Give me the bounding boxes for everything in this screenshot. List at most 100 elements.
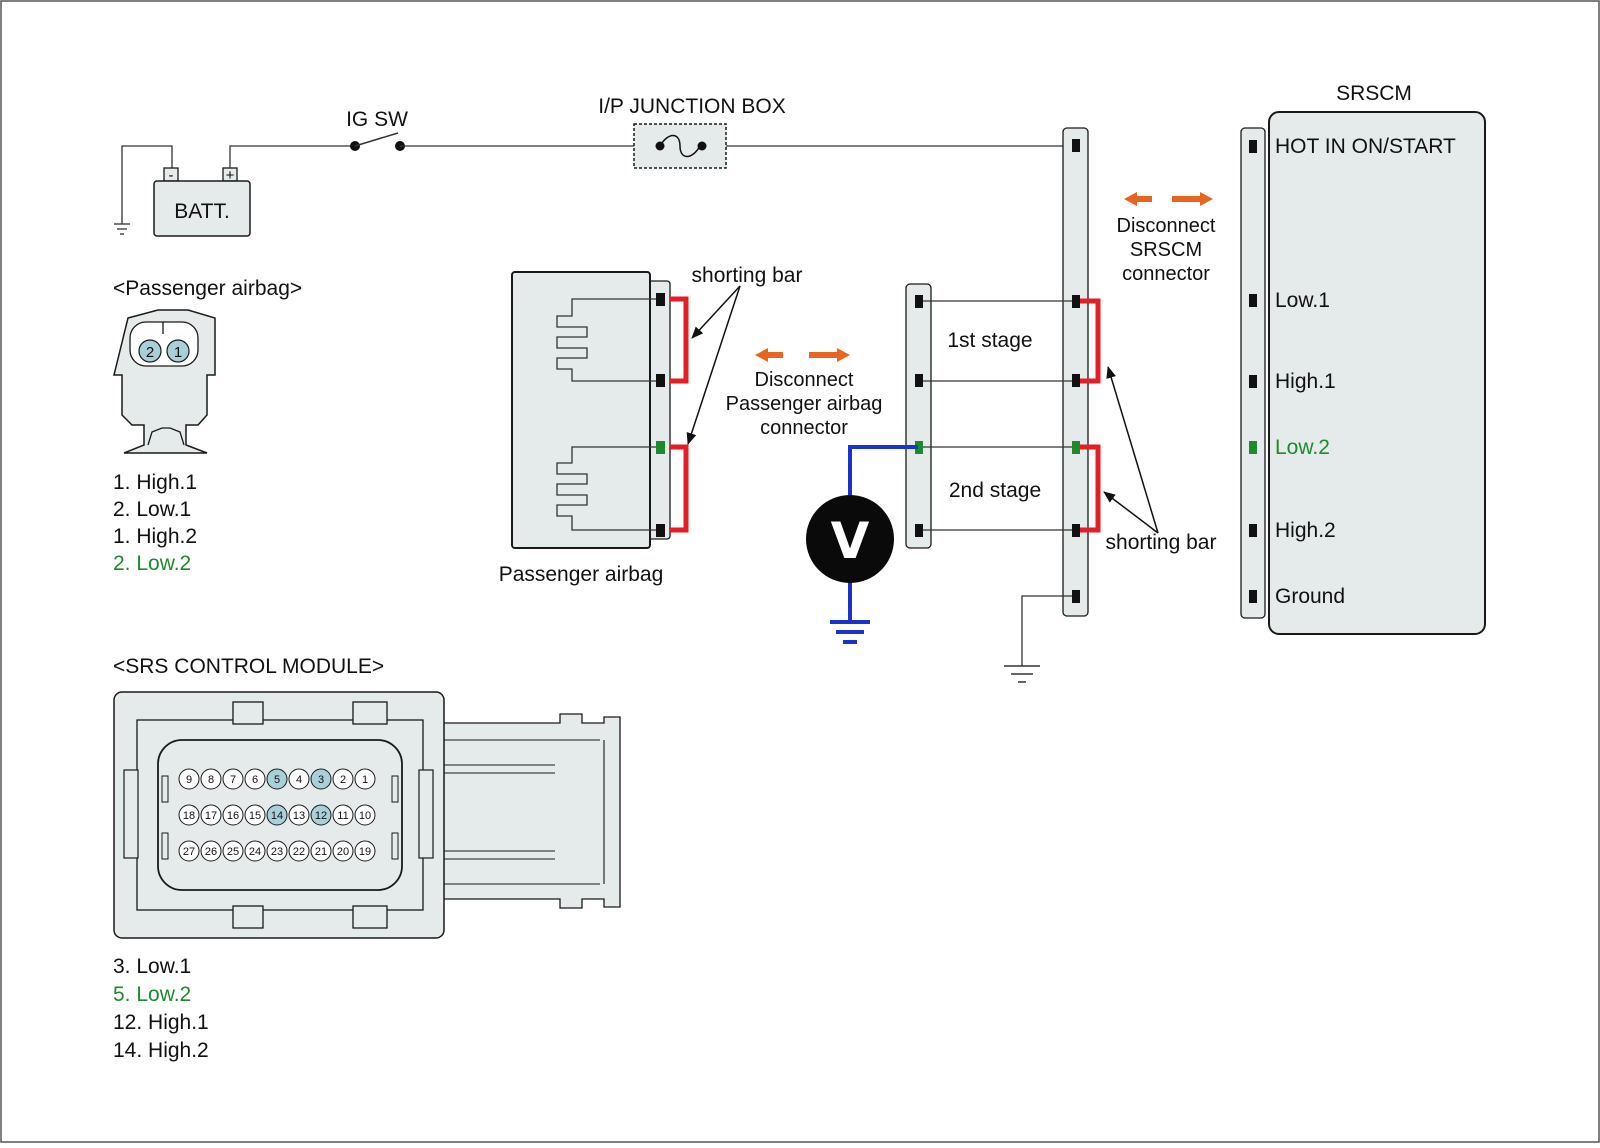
srs-pin-23 xyxy=(266,840,288,862)
callout-arrow xyxy=(1106,366,1159,534)
srs-legend-item: 5. Low.2 xyxy=(113,983,191,1006)
fuse-icon xyxy=(659,134,701,158)
srs-pin-1 xyxy=(354,768,376,790)
srs-pin-label: 27 xyxy=(183,846,195,858)
terminal xyxy=(1072,139,1080,152)
srs-pin-15 xyxy=(244,804,266,826)
terminal xyxy=(656,441,665,454)
passenger-connector-legend: 1. High.12. Low.11. High.22. Low.2 xyxy=(113,471,197,575)
battery xyxy=(153,180,251,237)
srscm-pin-terminal xyxy=(1249,140,1257,153)
battery-ground-wire xyxy=(121,145,173,224)
srs-pin-label: 21 xyxy=(315,846,327,858)
terminal xyxy=(915,524,923,537)
srs-pin-label: 6 xyxy=(252,774,258,786)
battery-plus-sign: + xyxy=(226,167,235,184)
arrow-right-icon xyxy=(1172,192,1213,206)
terminal xyxy=(656,524,665,537)
srs-pin-8 xyxy=(200,768,222,790)
srs-pin-14 xyxy=(266,804,288,826)
srs-pin-21 xyxy=(310,840,332,862)
srs-pin-label: 10 xyxy=(359,810,371,822)
srs-pin-label: 5 xyxy=(274,774,280,786)
srs-pin-2 xyxy=(332,768,354,790)
airbag-label: Passenger airbag xyxy=(499,563,664,586)
srscm-shorting-bar-label: shorting bar xyxy=(1106,531,1217,554)
srscm-pin-terminal xyxy=(1249,524,1257,537)
terminal xyxy=(915,374,923,387)
harness-wires xyxy=(918,300,1076,666)
srs-pin-label: 16 xyxy=(227,810,239,822)
srs-pin-10 xyxy=(354,804,376,826)
srscm-harness-connector xyxy=(1062,127,1089,617)
srs-legend-item: 3. Low.1 xyxy=(113,955,191,978)
voltmeter-symbol: V xyxy=(831,512,870,570)
callout-arrow xyxy=(1103,491,1159,534)
passenger-legend-item: 2. Low.2 xyxy=(113,552,191,575)
srs-pin-label: 26 xyxy=(205,846,217,858)
fuse-contact xyxy=(655,141,665,151)
srs-pin-label: 22 xyxy=(293,846,305,858)
passenger-connector-view: <Passenger airbag> 2 1 1. High.12. Low.1… xyxy=(113,277,302,575)
srs-pin-26 xyxy=(200,840,222,862)
terminal xyxy=(1072,295,1080,308)
srs-pin-label: 20 xyxy=(337,846,349,858)
battery-ground-icon xyxy=(114,223,130,235)
srscm-disconnect-line2: SRSCM xyxy=(1130,239,1202,261)
terminal xyxy=(656,293,665,306)
battery-label: BATT. xyxy=(174,200,230,223)
srs-pin-label: 11 xyxy=(337,810,348,822)
srs-pin-6 xyxy=(244,768,266,790)
srscm-pin-terminal xyxy=(1249,294,1257,307)
terminal xyxy=(1072,374,1080,387)
stage-2-label: 2nd stage xyxy=(949,479,1041,502)
junction-box-label: I/P JUNCTION BOX xyxy=(598,95,785,118)
srs-pin-7 xyxy=(222,768,244,790)
srscm-pin-label: High.1 xyxy=(1275,370,1336,393)
srscm-header-strip xyxy=(1240,127,1266,619)
srscm-pin-list: HOT IN ON/STARTLow.1High.1Low.2High.2Gro… xyxy=(1249,135,1456,608)
srs-pin-label: 2 xyxy=(340,774,346,786)
srs-pin-5 xyxy=(266,768,288,790)
battery-minus-sign: - xyxy=(169,167,174,184)
srs-legend-item: 12. High.1 xyxy=(113,1011,209,1034)
srs-pin-12 xyxy=(310,804,332,826)
srs-pin-label: 9 xyxy=(186,774,192,786)
srs-pin-4 xyxy=(288,768,310,790)
stage-1-label: 1st stage xyxy=(947,329,1032,352)
passenger-cavity-1-label: 1 xyxy=(174,344,182,361)
srs-pin-label: 18 xyxy=(183,810,195,822)
passenger-legend-item: 2. Low.1 xyxy=(113,498,191,521)
airbag-disconnect-line2: Passenger airbag xyxy=(726,393,883,415)
voltmeter-icon xyxy=(806,495,894,583)
arrow-right-icon xyxy=(809,348,850,362)
passenger-airbag-unit: Passenger airbag xyxy=(499,271,689,586)
harness-terminals xyxy=(915,139,1080,603)
srs-pin-label: 17 xyxy=(205,810,217,822)
srs-pin-20 xyxy=(332,840,354,862)
srscm-disconnect-arrows xyxy=(1124,192,1213,206)
srs-pin-3 xyxy=(310,768,332,790)
srscm-pin-terminal xyxy=(1249,441,1257,454)
srscm-disconnect-line3: connector xyxy=(1122,263,1210,285)
terminal xyxy=(915,295,923,308)
power-circuit: - + BATT. IG SW I/P JUNCTION BOX xyxy=(114,95,1070,237)
passenger-connector-latch xyxy=(147,427,185,446)
srs-legend-item: 14. High.2 xyxy=(113,1039,209,1062)
passenger-legend-item: 1. High.2 xyxy=(113,525,197,548)
airbag-body xyxy=(511,271,651,549)
srscm-shorting-bar-2 xyxy=(1078,444,1101,533)
airbag-squib-stage2 xyxy=(556,446,660,531)
probe-ground-icon xyxy=(830,620,870,644)
srs-pin-11 xyxy=(332,804,354,826)
srscm-pin-label: Low.1 xyxy=(1275,289,1330,312)
srs-pin-label: 15 xyxy=(249,810,261,822)
srscm-pin-terminal xyxy=(1249,375,1257,388)
srs-pin-13 xyxy=(288,804,310,826)
srs-pin-16 xyxy=(222,804,244,826)
srs-pin-label: 1 xyxy=(362,774,368,786)
srs-pin-label: 14 xyxy=(271,810,283,822)
callout-arrow xyxy=(691,285,741,339)
